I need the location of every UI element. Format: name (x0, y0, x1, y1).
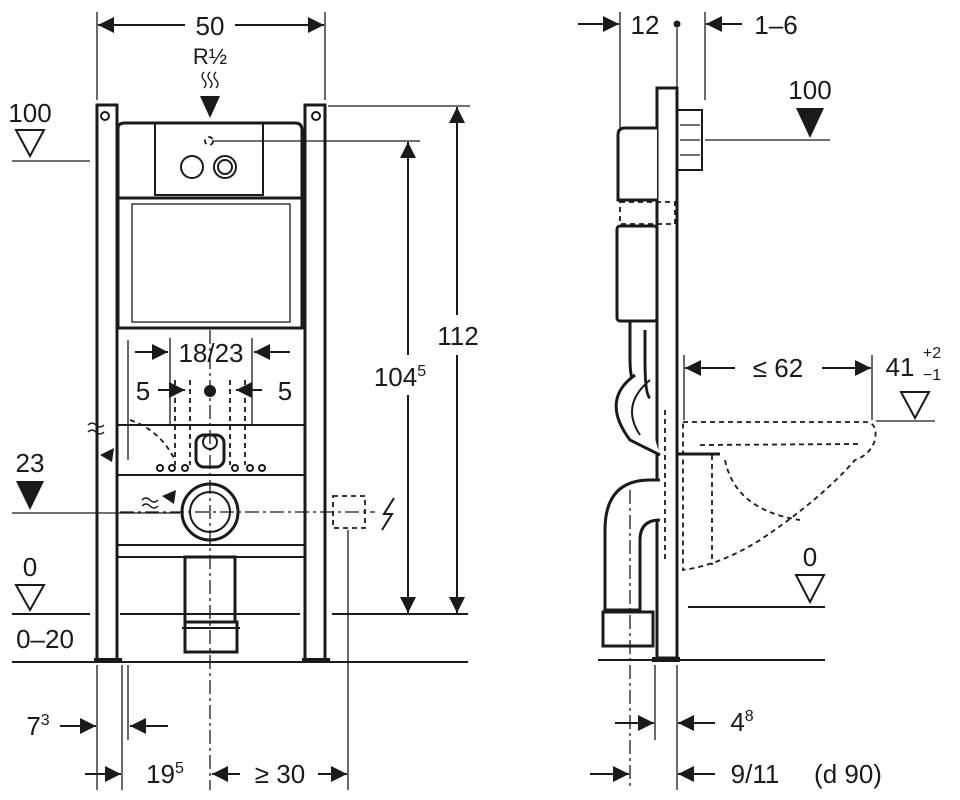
floor-range-label: 0–20 (16, 624, 74, 654)
front-view: 50 R½ 100 (8, 11, 479, 790)
height-41-tolerance-minus: −1 (923, 367, 941, 384)
dim-1-6-label: 1–6 (754, 10, 797, 40)
frame (87, 103, 420, 790)
dim-9-11-label: 9/11 (731, 759, 780, 789)
water-inlet-label: R½ (193, 44, 227, 69)
level-marker-0: 0 0–20 (12, 552, 468, 663)
top-dimensions: 12 1–6 (578, 10, 798, 128)
level-23-label: 23 (16, 448, 45, 478)
level-100-label: 100 (8, 98, 51, 128)
level-marker-23: 23 (12, 448, 180, 514)
side-bottom-dimensions: 48 9/11 (d 90) (590, 665, 882, 790)
height-112-label: 112 (437, 321, 478, 351)
offset-right-label: 5 (278, 376, 292, 406)
level-0-label: 0 (23, 552, 37, 582)
side-level-100-label: 100 (788, 75, 831, 105)
height-104-label: 1045 (374, 362, 426, 392)
level-marker-0-side: 0 (598, 542, 826, 661)
height-41-label: 41 (886, 352, 915, 382)
dimension-depth-62: ≤ 62 (683, 353, 873, 420)
dimension-spacing-18-23: 18/23 5 5 (135, 338, 292, 425)
dim-19-label: 195 (146, 759, 184, 789)
dim-30-label: ≥ 30 (255, 759, 305, 789)
width-label: 50 (196, 11, 225, 41)
level-marker-100-side: 100 (705, 75, 832, 141)
side-view: 12 1–6 100 (578, 10, 941, 790)
wall-hung-toilet-outline (664, 410, 877, 572)
depth-62-label: ≤ 62 (753, 353, 803, 383)
electric-socket-icon (332, 495, 395, 531)
water-wave-icon (87, 422, 105, 435)
dim-4-label: 48 (730, 707, 753, 737)
offset-left-label: 5 (136, 376, 150, 406)
pipe-diameter-label: (d 90) (814, 759, 882, 789)
dimension-width-50: 50 (96, 11, 326, 100)
dimension-height-104-5: 1045 (374, 142, 426, 613)
water-inlet-arrow-icon (200, 71, 220, 118)
dim-12-label: 12 (631, 10, 660, 40)
bottom-dimensions: 73 195 ≥ 30 (26, 530, 349, 790)
side-frame (601, 86, 720, 790)
height-41-tolerance-plus: +2 (923, 345, 941, 362)
dim-7-label: 73 (26, 711, 49, 741)
level-marker-100: 100 (8, 98, 90, 162)
spacing-label: 18/23 (178, 338, 243, 368)
side-level-0-label: 0 (803, 542, 817, 572)
level-marker-41: 41 +2 −1 (876, 345, 941, 422)
dimension-height-112: 112 (328, 105, 479, 613)
